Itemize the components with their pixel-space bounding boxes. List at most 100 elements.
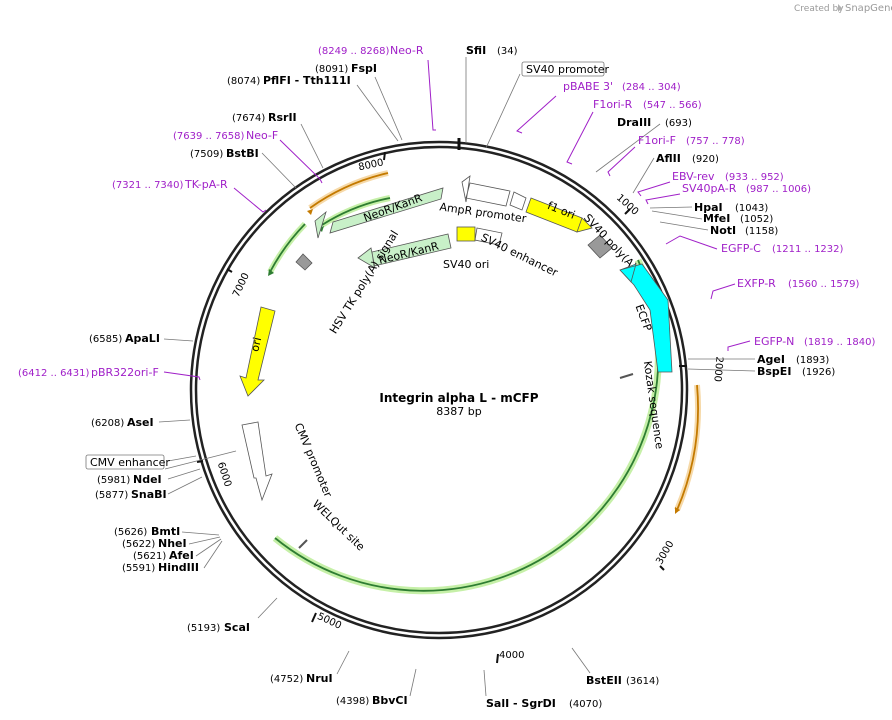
- site-bsteii[interactable]: BstEII (3614): [586, 674, 659, 687]
- site-pos: (1052): [740, 214, 773, 225]
- feature-sv40-polya[interactable]: [587, 234, 613, 259]
- backbone-inner-ring: [194, 145, 684, 635]
- primer-name: EBV-rev: [672, 170, 715, 183]
- feature-hsv-tk-polya[interactable]: [295, 253, 313, 271]
- feature-f1-ori[interactable]: [525, 197, 593, 233]
- site-pos: (920): [692, 154, 719, 165]
- feature-ampr-promoter[interactable]: [461, 175, 511, 207]
- tick-label-4000: 4000: [499, 650, 524, 661]
- primer-name: F1ori-F: [638, 134, 676, 147]
- site-sfii[interactable]: SfiI (34): [466, 44, 518, 57]
- orf-orange-right: [676, 384, 699, 511]
- site-aflii[interactable]: AflII (920): [656, 152, 719, 165]
- feature-ecfp[interactable]: [619, 263, 673, 373]
- site-nrui[interactable]: (4752) NruI: [270, 672, 333, 685]
- site-agei[interactable]: AgeI (1893): [757, 353, 829, 366]
- site-sali-sgrdi[interactable]: SalI - SgrDI (4070): [486, 697, 602, 710]
- site-fspi[interactable]: (8091) FspI: [315, 62, 377, 75]
- boxed-label-sv40-promoter[interactable]: SV40 promoter: [521, 61, 610, 77]
- site-name: RsrII: [268, 111, 297, 124]
- primer-range: (987 .. 1006): [746, 184, 811, 195]
- primer-name: pBABE 3': [563, 80, 613, 93]
- site-pflfi-tth111i[interactable]: (8074) PflFI - Tth111I: [227, 74, 351, 87]
- site-pos: (5621): [133, 551, 166, 562]
- primer-egfp-c[interactable]: EGFP-C (1211 .. 1232): [721, 242, 844, 255]
- site-name: HpaI: [694, 201, 723, 214]
- site-name: SfiI: [466, 44, 486, 57]
- tick-label-7000: 7000: [231, 271, 252, 299]
- boxed-label-cmv-enhancer[interactable]: CMV enhancer: [85, 454, 170, 470]
- primer-egfp-n[interactable]: EGFP-N (1819 .. 1840): [754, 335, 876, 348]
- tick-8000: [383, 151, 386, 161]
- orf-orange-right-arrowhead: [675, 507, 680, 514]
- site-name: BbvCI: [372, 694, 408, 707]
- site-bspei[interactable]: BspEI (1926): [757, 365, 835, 378]
- site-name: HindIII: [158, 561, 199, 574]
- feature-welqut-site[interactable]: [298, 539, 308, 549]
- feature-cmv-promoter[interactable]: [241, 421, 273, 502]
- orf-green-2: [269, 223, 306, 273]
- site-bmti[interactable]: (5626) BmtI: [114, 525, 180, 538]
- feature-ori[interactable]: [239, 306, 276, 397]
- backbone-outer-ring: [189, 140, 689, 640]
- primer-range: (1211 .. 1232): [772, 244, 844, 255]
- primer-sv40pa-r[interactable]: SV40pA-R (987 .. 1006): [682, 182, 811, 195]
- orf-green-halo-3: [272, 258, 662, 595]
- tick-label-1000: 1000: [614, 192, 640, 217]
- site-apali[interactable]: (6585) ApaLI: [89, 332, 160, 345]
- site-name: SnaBI: [131, 488, 167, 501]
- site-hpai[interactable]: HpaI (1043): [694, 201, 768, 214]
- primer-range: (6412 .. 6431): [18, 368, 90, 379]
- feature-sv40-ori[interactable]: [456, 226, 476, 242]
- primer-name: SV40pA-R: [682, 182, 737, 195]
- tick-label-6000: 6000: [215, 461, 233, 489]
- site-scai[interactable]: (5193) ScaI: [187, 621, 250, 634]
- credit-prefix: Created by: [794, 4, 844, 14]
- backbone: [189, 138, 689, 640]
- site-pos: (3614): [626, 676, 659, 687]
- site-name: AgeI: [757, 353, 785, 366]
- feature-neor-kanr-inner[interactable]: [357, 233, 452, 269]
- site-snabi[interactable]: (5877) SnaBI: [95, 488, 167, 501]
- primer-pbabe-3[interactable]: pBABE 3' (284 .. 304): [563, 80, 681, 93]
- primer-name: F1ori-R: [593, 98, 633, 111]
- feature-kozak[interactable]: [619, 373, 634, 379]
- site-mfei[interactable]: MfeI (1052): [703, 212, 773, 225]
- site-pos: (1926): [802, 367, 835, 378]
- feature-label-ori: ori: [248, 336, 264, 353]
- feature-neor-kanr-outer[interactable]: [314, 187, 444, 239]
- site-pos: (7674): [232, 113, 265, 124]
- site-asei[interactable]: (6208) AseI: [91, 416, 154, 429]
- site-bbvci[interactable]: (4398) BbvCI: [336, 694, 408, 707]
- site-name: NdeI: [133, 473, 162, 486]
- site-rsrii[interactable]: (7674) RsrII: [232, 111, 297, 124]
- primer-ebv-rev[interactable]: EBV-rev (933 .. 952): [672, 170, 784, 183]
- site-bstbi[interactable]: (7509) BstBI: [190, 147, 259, 160]
- site-name: AseI: [127, 416, 154, 429]
- feature-label-hsv-tk-polya: HSV TK poly(A) signal: [327, 228, 401, 336]
- site-afei[interactable]: (5621) AfeI: [133, 549, 194, 562]
- feature-sv40-enhancer[interactable]: [474, 227, 503, 246]
- tick-5000: [311, 612, 317, 623]
- site-nhei[interactable]: (5622) NheI: [122, 537, 187, 550]
- feature-label-sv40-enhancer: SV40 enhancer: [479, 231, 560, 280]
- primer-neo-f[interactable]: (7639 .. 7658) Neo-F: [173, 129, 278, 142]
- site-ndei[interactable]: (5981) NdeI: [97, 473, 162, 486]
- credit: Created by SnapGene: [794, 3, 892, 14]
- primer-pbr322ori-f[interactable]: (6412 .. 6431) pBR322ori-F: [18, 366, 159, 379]
- primer-neo-r[interactable]: (8249 .. 8268) Neo-R: [318, 44, 424, 57]
- primer-name: EGFP-N: [754, 335, 794, 348]
- feature-label-cmv-promoter: CMV promoter: [292, 421, 335, 499]
- primer-tk-pa-r[interactable]: (7321 .. 7340) TK-pA-R: [112, 178, 228, 191]
- primer-exfp-r[interactable]: EXFP-R (1560 .. 1579): [737, 277, 860, 290]
- site-name: NheI: [158, 537, 187, 550]
- primer-f1ori-f[interactable]: F1ori-F (757 .. 778): [638, 134, 745, 147]
- credit-brand: SnapGene: [845, 3, 892, 14]
- site-noti[interactable]: NotI (1158): [710, 224, 778, 237]
- site-hindiii[interactable]: (5591) HindIII: [122, 561, 199, 574]
- site-name: MfeI: [703, 212, 730, 225]
- primer-f1ori-r[interactable]: F1ori-R (547 .. 566): [593, 98, 702, 111]
- primer-range: (547 .. 566): [643, 100, 702, 111]
- site-draiii[interactable]: DraIII (693): [617, 116, 692, 129]
